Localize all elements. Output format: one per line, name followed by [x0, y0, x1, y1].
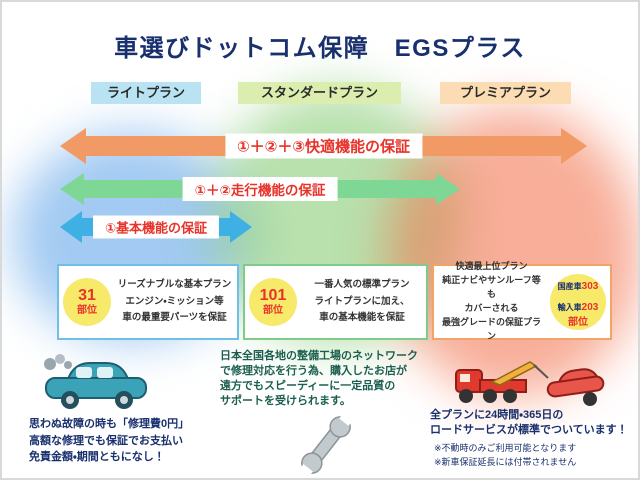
arrow-right-head-icon	[436, 173, 460, 205]
parts-count-badge-standard: 101 部位	[249, 278, 297, 326]
broken-car-icon	[44, 354, 147, 409]
arrow-left-head-icon	[60, 211, 82, 243]
tow-truck-icon	[455, 361, 605, 406]
plan-box-standard-description: 一番人気の標準プラン ライトプランに加え、 車の基本機能を保証	[314, 279, 410, 324]
plan-box-standard: 101 部位 一番人気の標準プラン ライトプランに加え、 車の基本機能を保証	[243, 264, 428, 340]
plan-box-premium: 快適最上位プラン 純正ナビやサンルーフ等も カバーされる 最強グレードの保証プラ…	[432, 261, 612, 341]
parts-count-value: 31	[78, 287, 96, 305]
arrow-basic-coverage: ①基本機能の保証	[60, 211, 252, 243]
road-service-fineprint: ※不動時のみご利用可能となります ※新車保証延長には付帯されません	[434, 443, 577, 467]
arrow-left-head-icon	[60, 173, 84, 205]
import-value: 203	[581, 301, 599, 313]
wrench-icon	[297, 412, 355, 478]
repair-cost-note: 思わぬ故障の時も「修理費0円」 高額な修理でも保証でお支払い 免責金額・期間とも…	[29, 418, 190, 463]
arrow-comfort-coverage: ①＋②＋③快適機能の保証	[60, 128, 587, 164]
parts-count-unit: 部位	[568, 317, 588, 329]
plan-label-premium: プレミアプラン	[440, 82, 571, 104]
parts-count-badge-premium: 国産車303 輸入車203 部位	[550, 274, 606, 330]
arrow-driving-label: ①＋②走行機能の保証	[182, 177, 338, 201]
domestic-label: 国産車	[557, 281, 582, 291]
road-service-note: 全プランに24時間・365日の ロードサービスが標準でついています！	[430, 409, 628, 437]
arrow-right-head-icon	[230, 211, 252, 243]
arrow-driving-coverage: ①＋②走行機能の保証	[60, 173, 460, 205]
arrow-comfort-label: ①＋②＋③快適機能の保証	[224, 133, 423, 159]
parts-count-unit: 部位	[263, 304, 283, 316]
parts-count-badge-light: 31 部位	[63, 278, 111, 326]
network-note: 日本全国各地の整備工場のネットワーク で修理対応を行う為、購入したお店が 遠方で…	[220, 350, 418, 407]
plan-label-light: ライトプラン	[91, 82, 201, 104]
import-label: 輸入車	[557, 302, 582, 312]
badge-domestic-row: 国産車303	[558, 275, 599, 296]
domestic-value: 303	[581, 280, 599, 292]
parts-count-value: 101	[259, 287, 287, 305]
arrow-basic-label: ①基本機能の保証	[92, 215, 220, 239]
plan-box-light: 31 部位 リーズナブルな基本プラン エンジン・ミッション等 車の最重要パーツを…	[57, 264, 239, 340]
page-title: 車選びドットコム保障 EGSプラス	[114, 35, 526, 62]
parts-count-unit: 部位	[77, 304, 97, 316]
arrow-right-head-icon	[561, 128, 587, 164]
plan-label-standard: スタンダードプラン	[238, 82, 401, 104]
arrow-left-head-icon	[60, 128, 86, 164]
badge-import-row: 輸入車203	[558, 296, 599, 317]
plan-box-premium-description: 快適最上位プラン 純正ナビやサンルーフ等も カバーされる 最強グレードの保証プラ…	[441, 261, 541, 341]
plan-box-light-description: リーズナブルな基本プラン エンジン・ミッション等 車の最重要パーツを保証	[117, 279, 232, 324]
